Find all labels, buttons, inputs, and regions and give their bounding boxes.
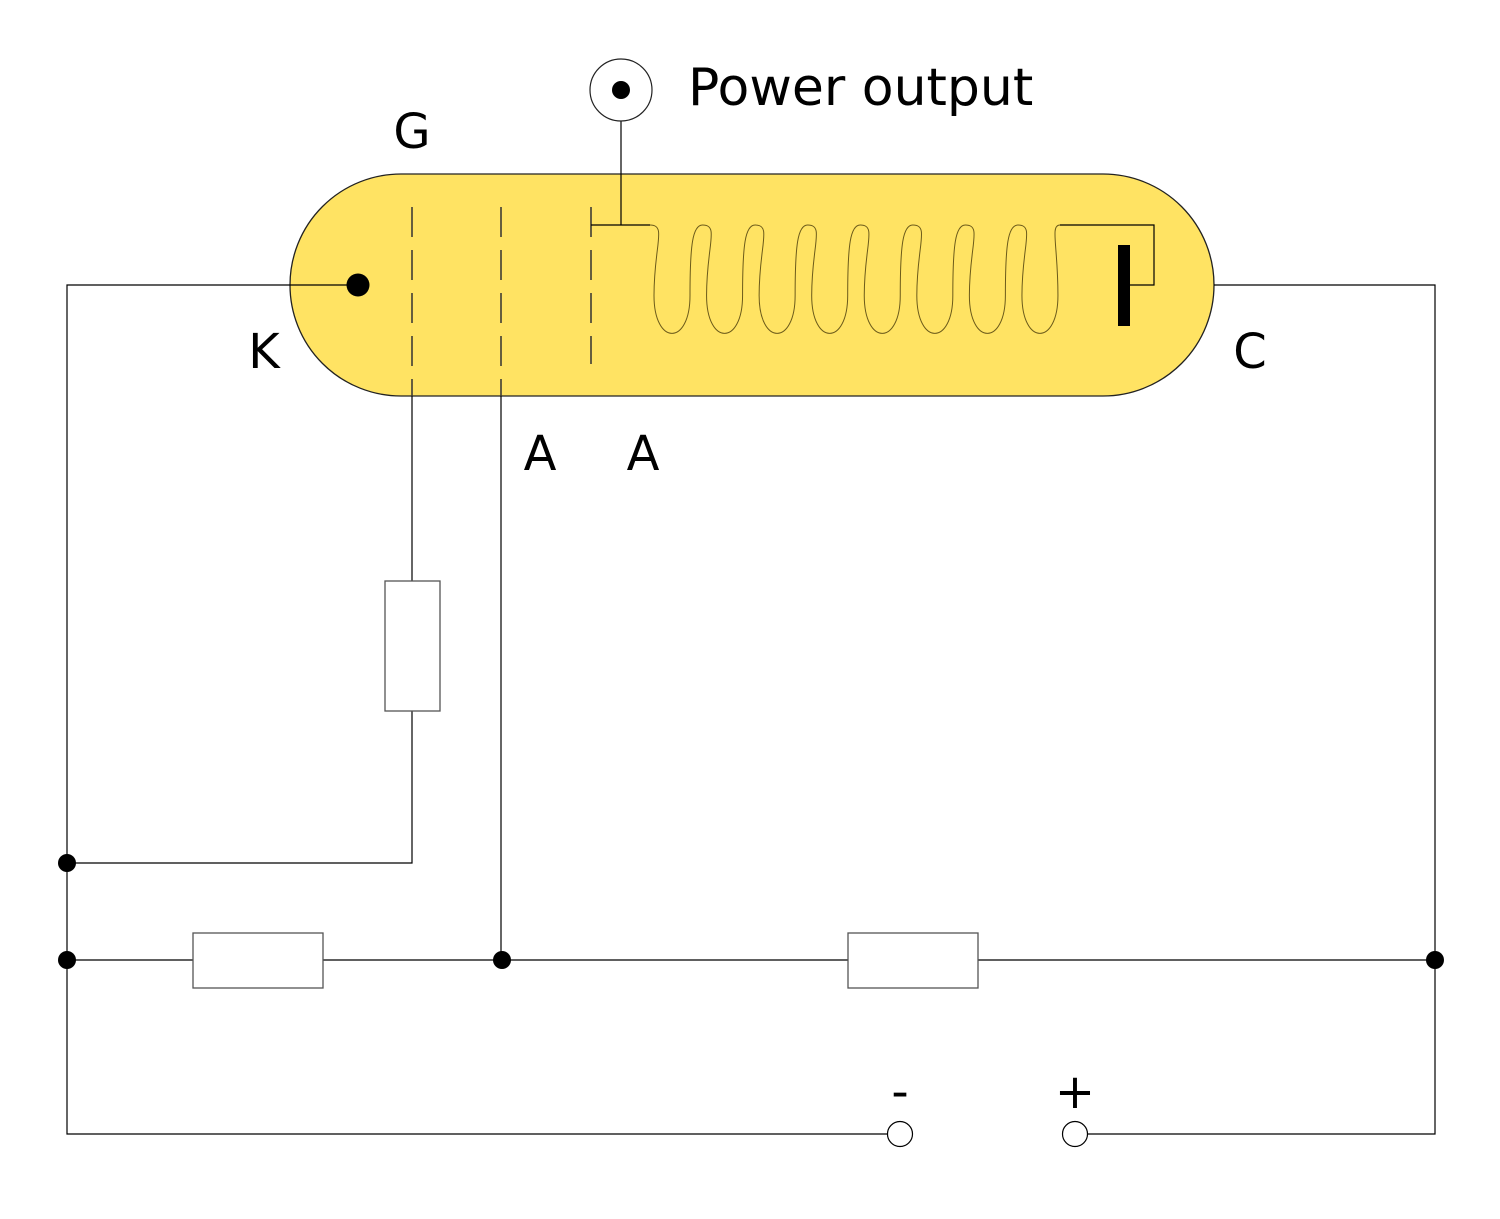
junction-node: [58, 951, 76, 969]
junction-node: [58, 854, 76, 872]
minus-terminal-icon[interactable]: [886, 1120, 914, 1148]
junction-node: [493, 951, 511, 969]
plus-terminal-icon[interactable]: [1061, 1120, 1089, 1148]
power-output-label: Power output: [688, 58, 1033, 118]
junction-node: [1426, 951, 1444, 969]
anode-2-label: A: [627, 426, 660, 482]
wire-collector-loop: [1087, 284, 1436, 1135]
helix-coil: [649, 224, 1061, 334]
power-output-pin-icon: [612, 81, 630, 99]
collector-electrode: [1118, 245, 1130, 326]
cathode-icon: [346, 273, 370, 297]
resistor-grid: [384, 580, 441, 712]
cathode-label: K: [248, 324, 281, 380]
collector-label: C: [1233, 324, 1267, 380]
anode-1-label: A: [524, 426, 557, 482]
wire-collector-inner: [1060, 224, 1155, 286]
tube-envelope: [289, 173, 1215, 397]
helix-turn: [649, 224, 1061, 334]
plus-label: +: [1055, 1064, 1095, 1120]
grid-label: G: [393, 104, 430, 160]
minus-label: -: [891, 1064, 908, 1120]
resistor-left: [192, 932, 324, 989]
wire-cathode-loop: [66, 284, 888, 1135]
resistor-right: [847, 932, 979, 989]
wire-grid-return: [67, 711, 413, 864]
